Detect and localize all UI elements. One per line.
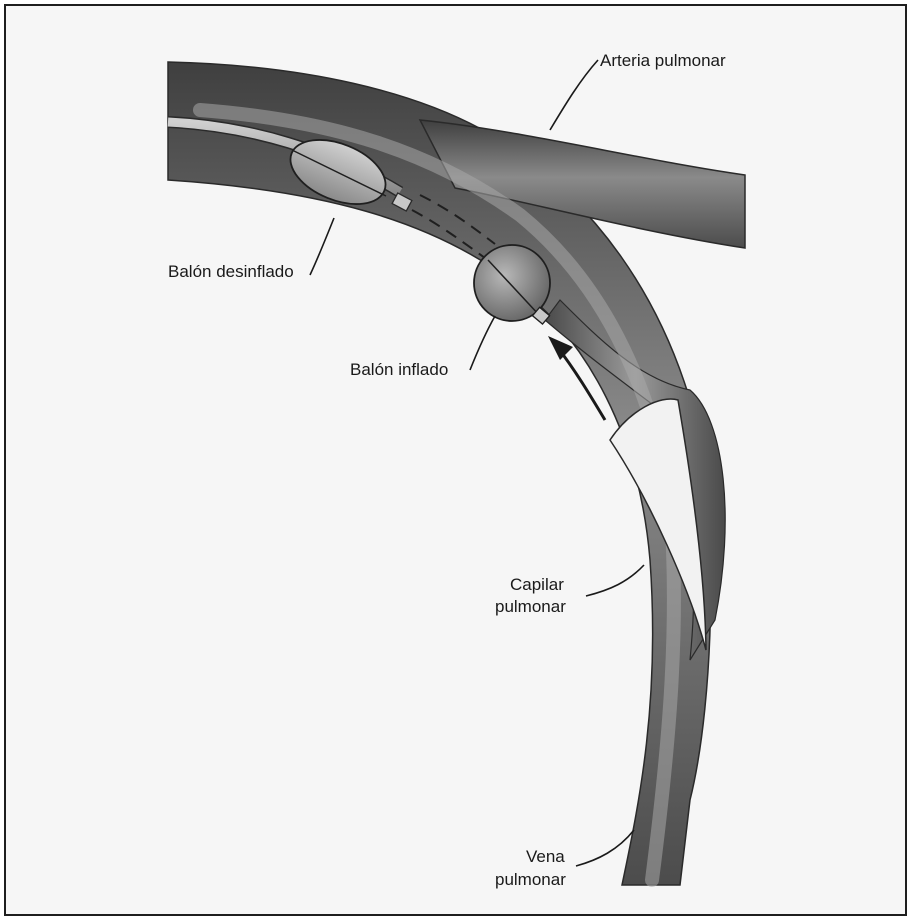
label-capilar-line2: pulmonar [495,597,566,616]
leader-capilar [586,565,644,596]
label-vena-line2: pulmonar [495,870,566,889]
leader-arteria [550,60,598,130]
label-vena-line1: Vena [526,847,565,866]
label-balon-inflado: Balón inflado [350,360,448,379]
label-balon-desinflado: Balón desinflado [168,262,294,281]
label-capilar-line1: Capilar [510,575,564,594]
label-arteria-pulmonar: Arteria pulmonar [600,51,726,70]
leader-balon-desinflado [310,218,334,275]
leader-vena [576,830,634,866]
leader-balon-inflado [470,316,495,370]
